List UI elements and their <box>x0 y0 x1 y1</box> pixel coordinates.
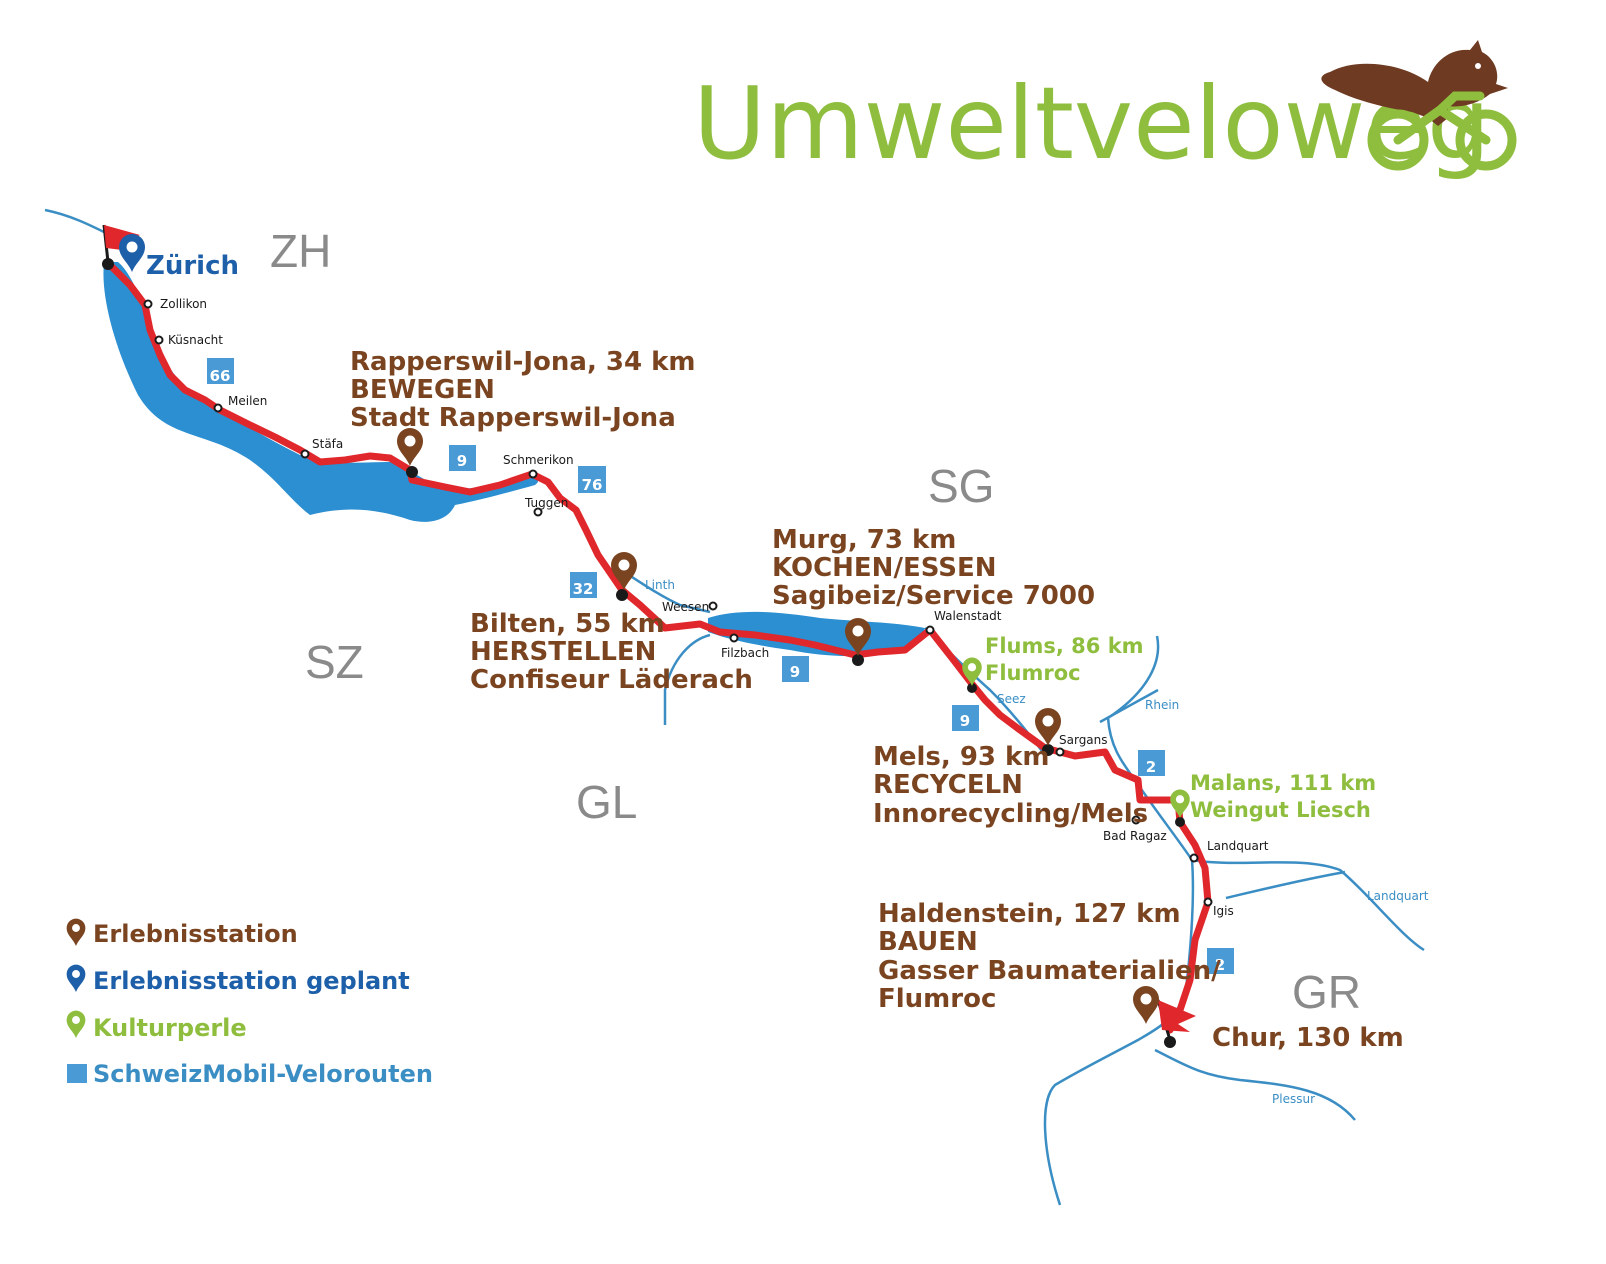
canton-gl: GL <box>576 776 637 828</box>
town-staefa: Stäfa <box>312 437 343 451</box>
river-rhein: Rhein <box>1145 698 1179 712</box>
svg-text:32: 32 <box>573 580 594 598</box>
logo: Umweltveloweg <box>693 40 1517 182</box>
svg-text:BAUEN: BAUEN <box>878 927 978 957</box>
legend-item-erlebnisstation: Erlebnisstation <box>66 918 298 948</box>
svg-text:SchweizMobil-Velorouten: SchweizMobil-Velorouten <box>93 1060 433 1088</box>
town-schmerikon: Schmerikon <box>503 453 574 467</box>
svg-text:Stadt Rapperswil-Jona: Stadt Rapperswil-Jona <box>350 403 676 433</box>
svg-text:76: 76 <box>582 476 603 494</box>
svg-text:Haldenstein, 127 km: Haldenstein, 127 km <box>878 899 1181 929</box>
town-weesen: Weesen <box>662 600 709 614</box>
station-rapperswil: Rapperswil-Jona, 34 km BEWEGEN Stadt Rap… <box>350 347 696 433</box>
svg-text:Rapperswil-Jona, 34 km: Rapperswil-Jona, 34 km <box>350 347 696 377</box>
route-sign-9-c: 9 <box>952 705 979 731</box>
town-tuggen: Tuggen <box>524 496 568 510</box>
svg-text:KOCHEN/ESSEN: KOCHEN/ESSEN <box>772 553 997 583</box>
svg-text:Confiseur Läderach: Confiseur Läderach <box>470 665 753 695</box>
town-igis: Igis <box>1213 904 1234 918</box>
station-murg: Murg, 73 km KOCHEN/ESSEN Sagibeiz/Servic… <box>772 525 1095 611</box>
svg-text:Kulturperle: Kulturperle <box>93 1014 247 1042</box>
town-landquart: Landquart <box>1207 839 1269 853</box>
svg-text:Flumroc: Flumroc <box>878 984 996 1014</box>
canton-sg: SG <box>928 460 994 512</box>
town-sargans: Sargans <box>1059 733 1108 747</box>
svg-text:Innorecycling/Mels: Innorecycling/Mels <box>873 799 1148 829</box>
station-mels: Mels, 93 km RECYCELN Innorecycling/Mels <box>873 742 1148 829</box>
svg-text:66: 66 <box>210 367 231 385</box>
svg-text:BEWEGEN: BEWEGEN <box>350 375 495 405</box>
town-kuesnacht: Küsnacht <box>168 333 223 347</box>
squirrel-icon <box>1321 40 1508 126</box>
svg-text:Gasser Baumaterialien/: Gasser Baumaterialien/ <box>878 956 1221 986</box>
river-seez: Seez <box>997 692 1026 706</box>
route-sign-2-a: 2 <box>1138 750 1165 776</box>
pin-icon-flums <box>962 657 982 686</box>
legend-item-geplant: Erlebnisstation geplant <box>66 964 410 995</box>
svg-text:Weingut Liesch: Weingut Liesch <box>1190 798 1371 822</box>
station-flums: Flums, 86 km Flumroc <box>985 634 1144 685</box>
svg-text:2: 2 <box>1146 758 1156 776</box>
finish-flag-icon <box>1156 999 1196 1041</box>
station-malans: Malans, 111 km Weingut Liesch <box>1190 771 1376 822</box>
svg-text:9: 9 <box>960 712 970 730</box>
svg-text:Mels, 93 km: Mels, 93 km <box>873 742 1049 772</box>
canton-sz: SZ <box>305 636 364 688</box>
svg-text:Malans, 111 km: Malans, 111 km <box>1190 771 1376 795</box>
svg-text:Bilten, 55 km: Bilten, 55 km <box>470 609 665 639</box>
pin-icon-rapperswil <box>397 428 423 466</box>
river-landquart: Landquart <box>1367 889 1429 903</box>
route-sign-9-b: 9 <box>782 656 809 682</box>
legend-item-kulturperle: Kulturperle <box>66 1010 247 1042</box>
legend: Erlebnisstation Erlebnisstation geplant … <box>66 918 433 1088</box>
town-meilen: Meilen <box>228 394 267 408</box>
svg-text:9: 9 <box>457 452 467 470</box>
rivers <box>44 208 1425 1206</box>
station-zurich: Zürich <box>146 251 239 281</box>
route-sign-2-b: 2 <box>1207 948 1234 974</box>
pin-icon-haldenstein <box>1133 986 1159 1024</box>
walensee <box>708 611 925 657</box>
svg-text:HERSTELLEN: HERSTELLEN <box>470 637 656 667</box>
svg-text:Flums, 86 km: Flums, 86 km <box>985 634 1144 658</box>
river-plessur: Plessur <box>1272 1092 1315 1106</box>
svg-text:2: 2 <box>1215 956 1225 974</box>
pin-icon-malans <box>1170 789 1190 818</box>
route-sign-76: 76 <box>578 466 606 494</box>
canton-gr: GR <box>1292 966 1361 1018</box>
route-sign-icon <box>67 1064 87 1083</box>
svg-text:RECYCELN: RECYCELN <box>873 770 1023 800</box>
canton-zh: ZH <box>270 225 331 277</box>
svg-text:9: 9 <box>790 663 800 681</box>
svg-text:Flumroc: Flumroc <box>985 661 1081 685</box>
legend-item-velorouten: SchweizMobil-Velorouten <box>67 1060 433 1088</box>
bicycle-icon <box>1367 91 1517 171</box>
route-sign-32: 32 <box>570 572 597 598</box>
svg-text:Murg, 73 km: Murg, 73 km <box>772 525 956 555</box>
svg-text:Erlebnisstation: Erlebnisstation <box>93 920 298 948</box>
route-sign-9-a: 9 <box>449 445 476 471</box>
route-sign-66: 66 <box>207 358 234 385</box>
pin-icon-zurich <box>119 234 145 272</box>
station-chur: Chur, 130 km <box>1212 1023 1404 1053</box>
pin-icon <box>66 1010 86 1038</box>
town-zollikon: Zollikon <box>160 297 207 311</box>
route-dots <box>102 258 1185 1048</box>
start-flag-icon <box>102 224 140 263</box>
town-filzbach: Filzbach <box>721 646 769 660</box>
svg-text:Sagibeiz/Service 7000: Sagibeiz/Service 7000 <box>772 581 1095 611</box>
pin-icon <box>66 964 86 992</box>
velo-route <box>104 259 1212 1034</box>
town-markers <box>143 299 1213 907</box>
station-bilten: Bilten, 55 km HERSTELLEN Confiseur Läder… <box>470 609 753 695</box>
river-linth: Linth <box>645 578 675 592</box>
town-bad-ragaz: Bad Ragaz <box>1103 829 1167 843</box>
pin-icon <box>66 918 86 946</box>
town-walenstadt: Walenstadt <box>934 609 1002 623</box>
svg-text:Erlebnisstation geplant: Erlebnisstation geplant <box>93 967 410 995</box>
station-haldenstein: Haldenstein, 127 km BAUEN Gasser Baumate… <box>878 899 1221 1014</box>
